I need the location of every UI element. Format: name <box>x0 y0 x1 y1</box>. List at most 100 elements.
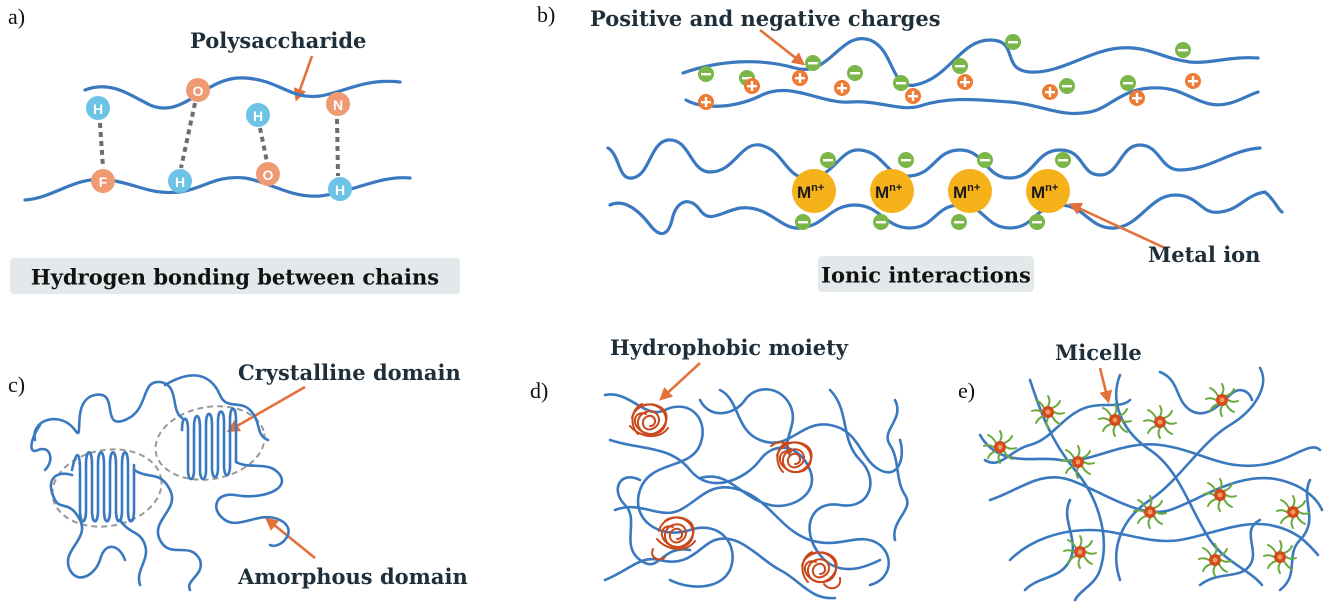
micelle-network-chain <box>1028 378 1106 602</box>
positive-charge <box>698 94 714 110</box>
svg-text:Mn+: Mn+ <box>1031 182 1058 202</box>
crystalline-arrow <box>226 385 306 432</box>
charged-chain-lower <box>684 86 1260 116</box>
polymer-chain-upper <box>83 76 402 110</box>
crystalline-fold <box>180 407 238 481</box>
micelle-network-chain <box>1115 366 1265 582</box>
positive-charge-marks <box>698 70 1201 110</box>
micelle <box>1098 403 1132 437</box>
panel-a: a) Polysaccharide H O H N F H O H Hydrog… <box>8 4 460 294</box>
caption-box-a <box>10 258 460 294</box>
metal-ion: Mn+ <box>870 169 914 213</box>
amorphous-chain <box>132 468 203 592</box>
negative-charge <box>847 65 863 81</box>
atom-h-3: H <box>168 169 192 193</box>
atom-h-2: H <box>246 103 270 127</box>
amorphous-chain <box>33 380 184 442</box>
network-chain <box>698 388 795 457</box>
atom-h-1: H <box>86 96 110 120</box>
negative-charge <box>1059 78 1075 94</box>
network-chain <box>613 486 890 587</box>
network-chain <box>616 476 692 566</box>
micelle <box>1205 383 1239 417</box>
micelle <box>1063 535 1097 569</box>
negative-charge-marks <box>698 34 1191 230</box>
micelle-network-chain <box>1278 478 1312 592</box>
positive-charge <box>1129 90 1145 106</box>
svg-text:H: H <box>253 108 263 124</box>
hydrogen-bond-lines <box>98 102 340 177</box>
panel-b: b) Positive and negative charges <box>537 2 1284 292</box>
metal-ion: Mn+ <box>792 169 836 213</box>
metal-ion: Mn+ <box>948 169 992 213</box>
svg-text:H: H <box>93 101 103 117</box>
micelle-arrow <box>1098 367 1113 404</box>
panel-d: d) Hydrophobic moiety <box>530 335 909 600</box>
crystalline-domain-label: Crystalline domain <box>238 360 461 385</box>
caption-ionic-interactions: Ionic interactions <box>821 263 1031 288</box>
positive-charge <box>744 78 760 94</box>
positive-charge <box>1185 73 1201 89</box>
amorphous-domain-label: Amorphous domain <box>237 564 468 589</box>
svg-text:H: H <box>175 174 185 190</box>
crystalline-region-outline <box>154 405 266 481</box>
crystalline-fold <box>70 450 136 523</box>
micelle-network-chain <box>1115 373 1264 587</box>
panel-e-letter: e) <box>958 378 975 403</box>
positive-charge <box>905 88 921 104</box>
hydrophobic-cluster <box>770 441 813 474</box>
ionic-chain-upper <box>606 138 1262 180</box>
svg-text:Mn+: Mn+ <box>875 182 902 202</box>
panel-e: e) Micelle <box>958 340 1324 602</box>
network-chain <box>886 398 909 542</box>
svg-text:O: O <box>193 83 204 99</box>
svg-text:O: O <box>263 167 274 183</box>
hydrophobic-cluster <box>801 551 842 590</box>
svg-text:Mn+: Mn+ <box>797 182 824 202</box>
charges-label: Positive and negative charges <box>590 6 941 31</box>
metal-ion-arrow <box>1068 202 1166 250</box>
micelle-network-chain <box>983 398 1132 464</box>
negative-charge <box>873 214 889 230</box>
hydrophobic-cluster <box>629 403 669 437</box>
micelle <box>1198 543 1232 577</box>
micelle-label: Micelle <box>1055 340 1142 365</box>
micelle-network-chain <box>1198 518 1262 587</box>
micelle-network-chain <box>1008 522 1320 562</box>
micelle-network-chain <box>1158 370 1254 415</box>
micelle-network-chain <box>988 475 1324 514</box>
hydrophobic-cluster <box>651 516 696 561</box>
micelle-network-chain <box>978 433 1322 468</box>
atom-h-4: H <box>328 177 352 201</box>
metal-ion-label: Metal ion <box>1148 242 1260 267</box>
metal-ions: Mn+ Mn+ Mn+ Mn+ <box>792 169 1070 213</box>
negative-charge <box>820 152 836 168</box>
svg-text:Mn+: Mn+ <box>953 182 980 202</box>
negative-charge <box>893 75 909 91</box>
positive-charge <box>792 70 808 86</box>
panel-c: c) Crystalline domain Amorphous domain <box>8 360 468 592</box>
negative-charge <box>1175 42 1191 58</box>
negative-charge <box>1005 34 1021 50</box>
svg-text:N: N <box>333 97 343 113</box>
panel-a-letter: a) <box>8 4 25 29</box>
positive-charge <box>1042 84 1058 100</box>
amorphous-chain <box>215 460 290 548</box>
network-chain <box>603 537 837 600</box>
network-chain <box>608 438 814 508</box>
atom-n-1: N <box>326 92 350 116</box>
atom-f-1: F <box>91 169 115 193</box>
amorphous-arrow <box>264 517 316 560</box>
negative-charge <box>795 214 811 230</box>
network-chain <box>718 388 904 474</box>
positive-charge <box>834 80 850 96</box>
polysaccharide-arrow <box>293 55 314 102</box>
negative-charge <box>698 66 714 82</box>
panel-d-letter: d) <box>530 378 548 403</box>
polysaccharide-label: Polysaccharide <box>190 28 366 53</box>
svg-text:H: H <box>335 182 345 198</box>
negative-charge <box>1055 152 1071 168</box>
micelle <box>1143 405 1177 439</box>
amorphous-chain <box>163 374 270 442</box>
